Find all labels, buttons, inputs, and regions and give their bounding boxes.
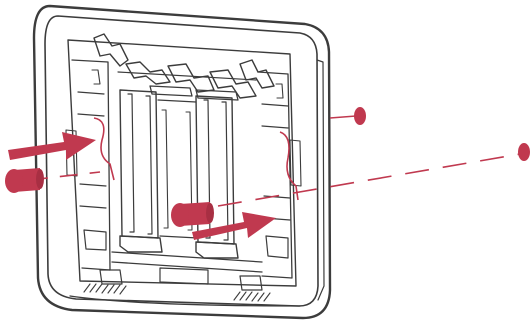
mounting-screw-icon: [354, 107, 366, 125]
screw-center-head: [171, 203, 189, 227]
vent-ridges-right: [234, 292, 270, 301]
screw-left-head: [5, 169, 23, 193]
right-guide-line: [280, 132, 298, 200]
screw-top-right: [354, 107, 366, 125]
plug-far-right: [518, 143, 530, 161]
lower-alignment-line: [218, 154, 520, 206]
backplate-inner-panel: [68, 40, 296, 286]
left-guide-line: [94, 118, 114, 180]
left-bracket-column: [66, 60, 110, 270]
arrow-left: [8, 132, 96, 160]
wall-plug-icon: [518, 143, 530, 161]
backplate: [34, 6, 330, 318]
backplate-inner-rim: [45, 16, 318, 306]
backplate-outer-frame: [34, 6, 330, 318]
screw-left: [5, 168, 44, 193]
screw-center: [171, 202, 214, 227]
upper-alignment-line: [330, 116, 356, 118]
insertion-arrow-icon: [8, 132, 276, 240]
vent-ridges-left: [84, 284, 126, 294]
